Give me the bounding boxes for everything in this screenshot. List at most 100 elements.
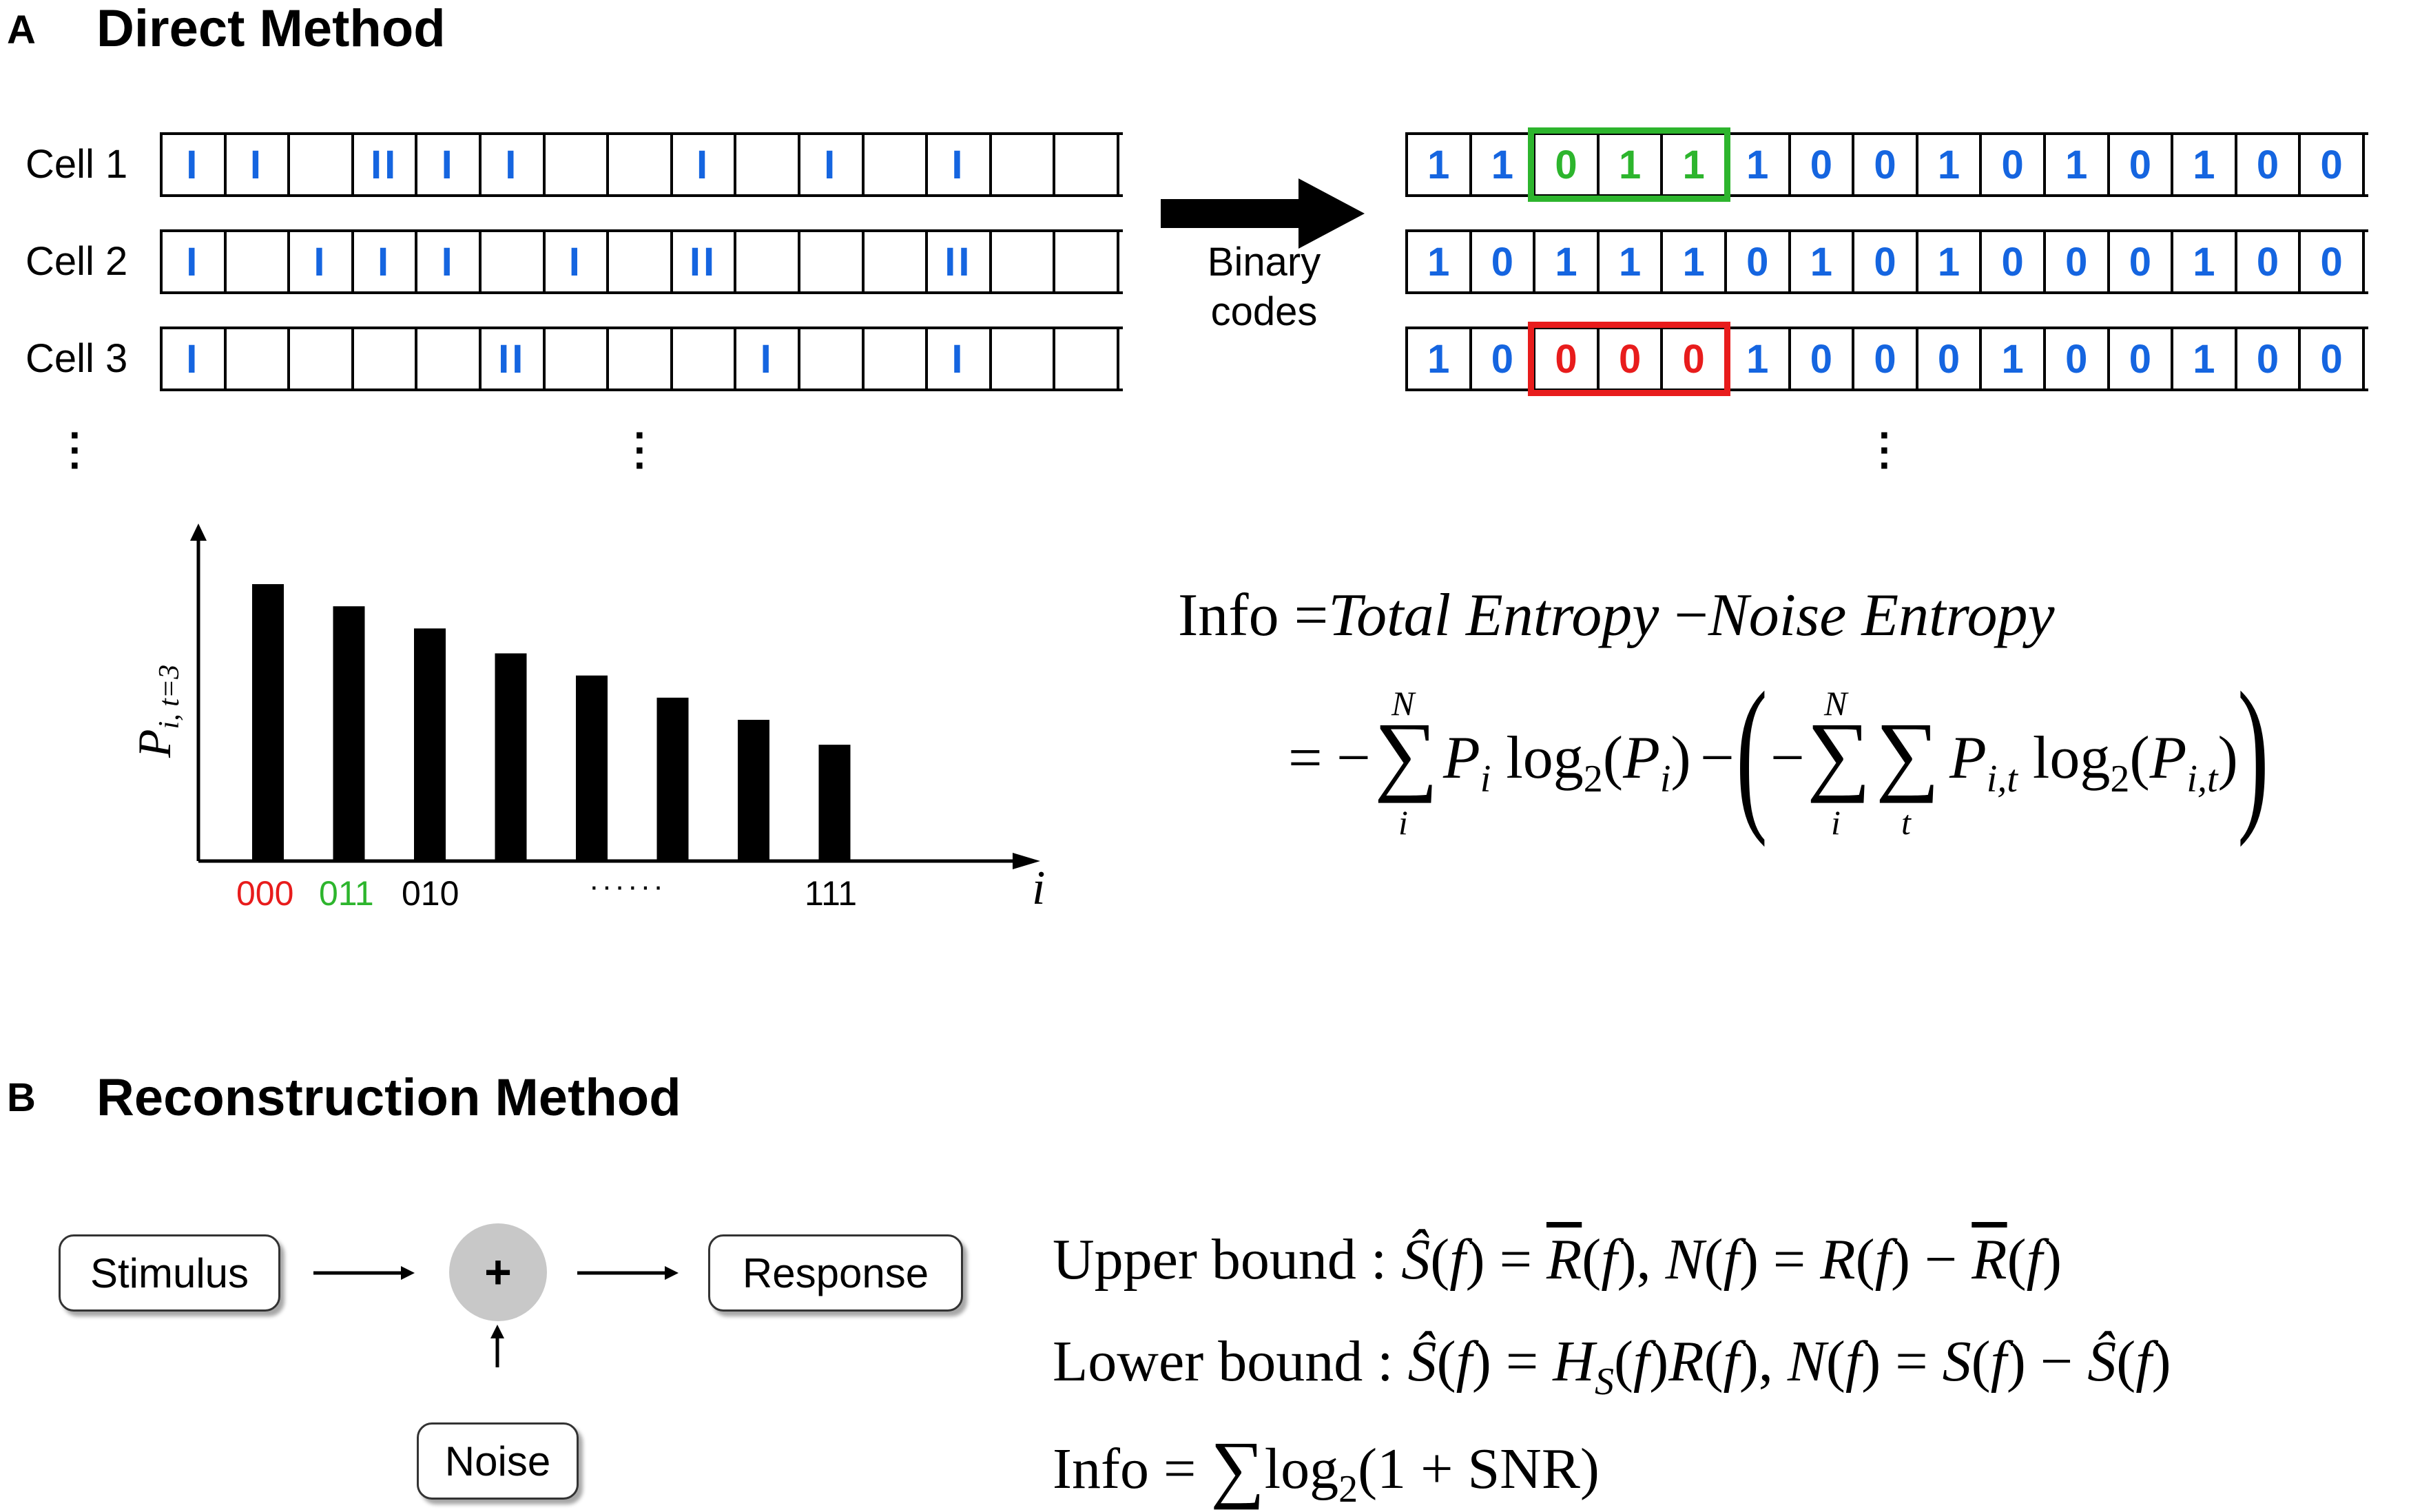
noise-box: Noise: [417, 1422, 579, 1500]
spike-bin: [736, 232, 800, 291]
binary-bit: 0: [1791, 329, 1855, 389]
vertical-ellipsis-left: ···: [69, 412, 83, 488]
spike-bin: I: [163, 135, 227, 194]
binary-bit: 0: [2046, 329, 2110, 389]
binary-arrow-icon: [1161, 178, 1365, 249]
spike-bin: I: [928, 135, 992, 194]
spike-bin: [417, 329, 482, 389]
binary-bit: 0: [1472, 232, 1536, 291]
spike-bin: I: [546, 232, 610, 291]
histogram-bar: [738, 719, 769, 861]
sum-symbol-3: ∑: [1876, 705, 1940, 804]
binary-bit: 1: [1727, 329, 1791, 389]
binary-bit: 1: [2173, 329, 2237, 389]
spike-bin: [1055, 232, 1119, 291]
binary-bit: 1: [1663, 232, 1727, 291]
spike-bin: I: [227, 135, 291, 194]
left-paren-big: (: [1736, 657, 1768, 848]
spike-bin: [992, 135, 1056, 194]
spike-bin: I: [417, 135, 482, 194]
binary-bit: 0: [2110, 329, 2174, 389]
spike-bin: [227, 329, 291, 389]
histogram-bar: [333, 606, 365, 861]
spike-bin: II: [482, 329, 546, 389]
noise-entropy-term: Pi,t log2(Pi,t): [1949, 725, 2238, 800]
binary-bit: 1: [1408, 329, 1472, 389]
minus-sign-2: −: [1700, 725, 1735, 791]
spike-bin: [546, 135, 610, 194]
tick-111: 111: [805, 874, 858, 913]
spike-bin: I: [163, 329, 227, 389]
binary-bit: 1: [1918, 135, 1983, 194]
binary-bit: 0: [1535, 329, 1600, 389]
binary-codes-label: Binary codes: [1207, 240, 1321, 334]
spike-bin: [1055, 329, 1119, 389]
spike-bin: [673, 329, 737, 389]
binary-bit: 1: [1982, 329, 2046, 389]
spike-bin: II: [673, 232, 737, 291]
binary-bit: 0: [1854, 232, 1918, 291]
spike-bin: [290, 329, 354, 389]
sum-symbol-1: ∑: [1374, 705, 1438, 804]
sum-lower-1: i: [1398, 803, 1408, 842]
cell-2-label: Cell 2: [25, 239, 128, 284]
binary-bit: 0: [1854, 329, 1918, 389]
spike-bin: II: [354, 135, 418, 194]
stimulus-box: Stimulus: [59, 1234, 280, 1312]
binary-bit: 1: [1408, 135, 1472, 194]
word-highlight-red: [1528, 322, 1730, 396]
histogram-xlabel: i: [1032, 862, 1046, 915]
cell-3-label: Cell 3: [25, 336, 128, 381]
y-axis-arrow-icon: [190, 524, 207, 541]
spike-bin: I: [736, 329, 800, 389]
binary-bit: 0: [1982, 232, 2046, 291]
binary-bit: 0: [2237, 135, 2301, 194]
histogram-bar: [656, 697, 689, 861]
binary-bit: 0: [2301, 135, 2365, 194]
vertical-ellipsis-right: ···: [1879, 412, 1892, 488]
info-formula-line-1: Info =Total Entropy −Noise Entropy: [1178, 582, 2055, 649]
panel-a-title: Direct Method: [96, 0, 446, 58]
lower-bound-formula: Lower bound : Ŝ(f) = HS(f)R(f), N(f) = S…: [1053, 1329, 2171, 1403]
binary-bit: 0: [1472, 329, 1536, 389]
histogram-bar: [576, 675, 608, 861]
spike-bin: [865, 329, 929, 389]
cell-1-label: Cell 1: [25, 142, 128, 187]
binary-bit: 1: [1727, 135, 1791, 194]
tick-ellipsis: ······: [589, 869, 666, 903]
spike-bin: I: [800, 135, 865, 194]
binary-bit: 0: [1535, 135, 1600, 194]
spike-bin: I: [163, 232, 227, 291]
spike-bin: I: [928, 329, 992, 389]
spike-bin: [227, 232, 291, 291]
right-paren-big: ): [2237, 657, 2269, 848]
sum-lower-2: i: [1831, 803, 1841, 842]
binary-bit: 0: [2110, 135, 2174, 194]
minus-sign-1: −: [1336, 725, 1371, 791]
tick-011: 011: [319, 874, 374, 913]
binary-bit: 0: [1982, 135, 2046, 194]
spike-bin: [1055, 135, 1119, 194]
spike-bin: [482, 232, 546, 291]
spike-bin: [609, 329, 673, 389]
binary-bit: 0: [2301, 232, 2365, 291]
word-highlight-green: [1528, 127, 1730, 202]
spike-bin: II: [928, 232, 992, 291]
histogram-bar: [818, 745, 851, 861]
binary-bit: 0: [2046, 232, 2110, 291]
x-axis-arrow-icon: [1013, 853, 1040, 869]
info-snr-formula: Info = ∑log2(1 + SNR): [1053, 1426, 1600, 1511]
entropy-term: Pi log2(Pi): [1443, 725, 1691, 800]
spike-bin: [546, 329, 610, 389]
binary-bit: 0: [1854, 135, 1918, 194]
binary-bit: 1: [2046, 135, 2110, 194]
binary-bit: 1: [1535, 232, 1600, 291]
vertical-ellipsis-mid: ···: [634, 412, 648, 488]
word-probability-histogram: [190, 524, 1040, 869]
response-box: Response: [708, 1234, 963, 1312]
spike-bin: [800, 232, 865, 291]
binary-bit: 1: [1408, 232, 1472, 291]
